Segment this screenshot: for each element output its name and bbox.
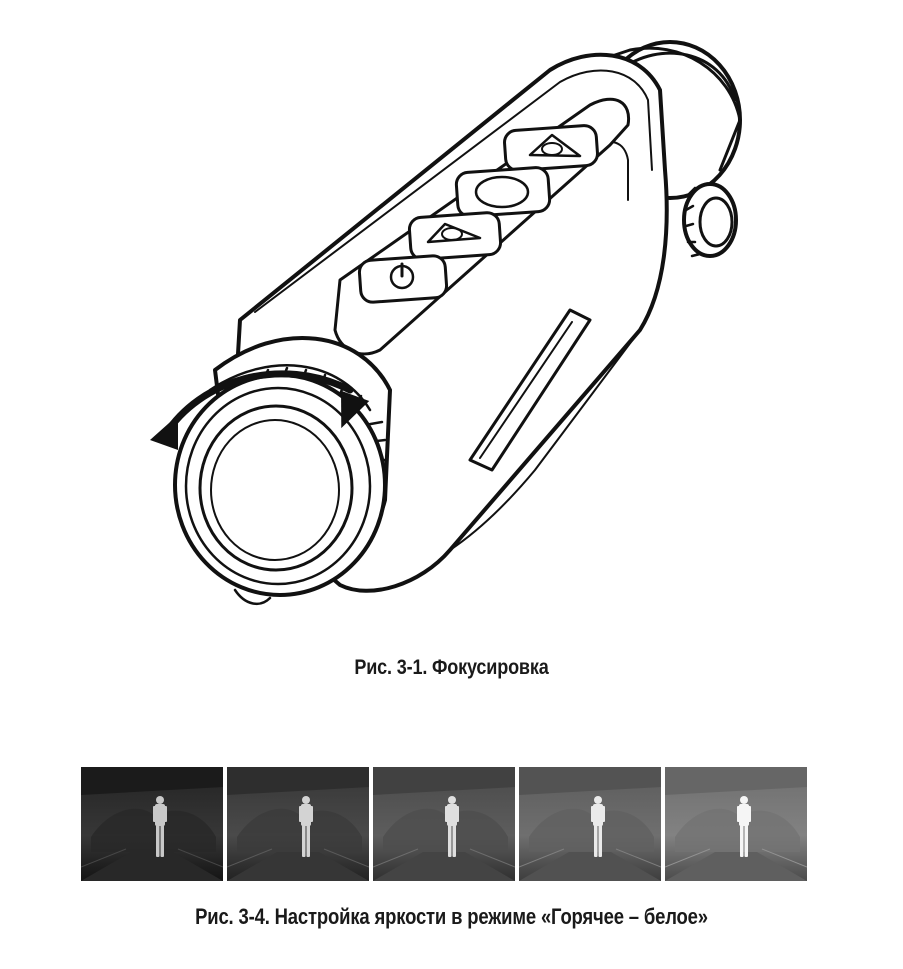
thermal-thumbnail [227, 767, 369, 881]
menu-button-icon[interactable] [503, 124, 599, 172]
figure-caption-focus: Рис. 3-1. Фокусировка [354, 656, 549, 679]
thermal-monocular-illustration [150, 40, 742, 606]
thermal-thumbnail [519, 767, 661, 881]
capture-button-icon[interactable] [454, 166, 552, 218]
thermal-thumbnail [373, 767, 515, 881]
figure-caption-brightness: Рис. 3-4. Настройка яркости в режиме «Го… [195, 904, 708, 929]
rotation-arrow-icon [150, 370, 370, 450]
brightness-thumbnail-strip [81, 767, 808, 881]
power-button-icon[interactable] [357, 254, 449, 304]
thermal-thumbnail [665, 767, 807, 881]
thermal-thumbnail [81, 767, 223, 881]
palette-button-icon[interactable] [407, 211, 503, 261]
side-knob[interactable] [682, 182, 738, 258]
